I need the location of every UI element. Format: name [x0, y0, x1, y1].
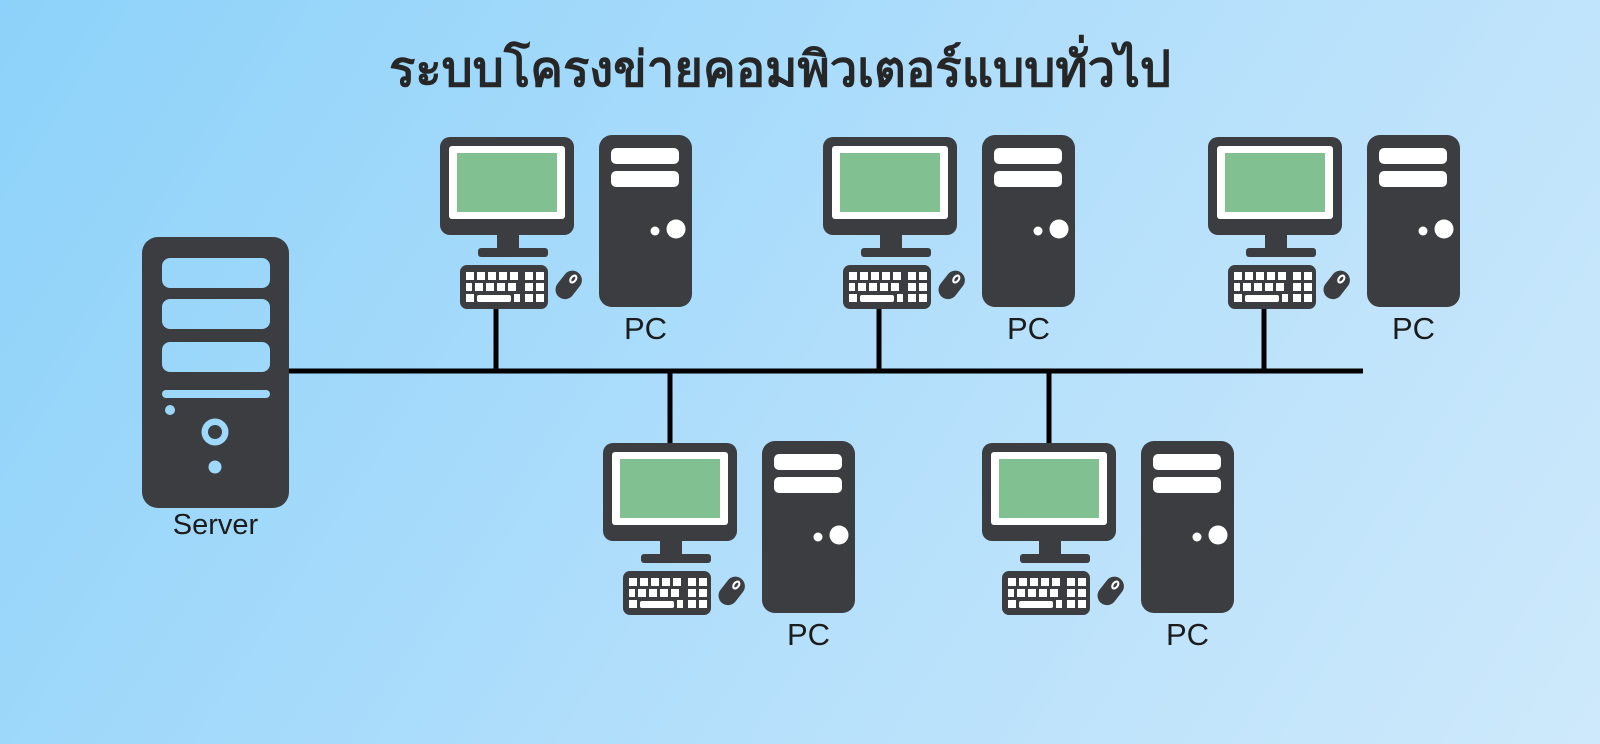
keyboard-icon [1002, 571, 1090, 615]
mouse-icon [718, 576, 745, 606]
pc-tower-icon [599, 135, 692, 307]
keyboard-icon [1228, 265, 1316, 309]
monitor-icon [1208, 137, 1342, 257]
server-node: Server [142, 237, 289, 547]
pc-tower-icon [982, 135, 1075, 307]
workstation-3: PC [1208, 135, 1460, 346]
mouse-icon [1323, 270, 1350, 300]
workstation-5: PC [982, 441, 1234, 652]
workstation-2: PC [823, 135, 1075, 346]
diagram-title: ระบบโครงข่ายคอมพิวเตอร์แบบทั่วไป [389, 43, 1171, 97]
server-icon [142, 237, 289, 508]
mouse-icon [938, 270, 965, 300]
pc-tower-icon [1141, 441, 1234, 613]
monitor-icon [603, 443, 737, 563]
pc-label-4: PC [786, 617, 831, 652]
pc-label-3: PC [1391, 311, 1436, 346]
workstation-icon [1208, 135, 1460, 309]
monitor-icon [823, 137, 957, 257]
monitor-icon [982, 443, 1116, 563]
keyboard-icon [623, 571, 711, 615]
keyboard-icon [843, 265, 931, 309]
pc-tower-icon [762, 441, 855, 613]
pc-label-2: PC [1006, 311, 1051, 346]
keyboard-icon [460, 265, 548, 309]
mouse-icon [555, 270, 582, 300]
workstation-1: PC [440, 135, 692, 346]
workstation-icon [603, 441, 855, 615]
workstation-icon [823, 135, 1075, 309]
workstation-icon [440, 135, 692, 309]
pc-label-1: PC [623, 311, 668, 346]
pc-tower-icon [1367, 135, 1460, 307]
server-label: Server [172, 509, 259, 541]
monitor-icon [440, 137, 574, 257]
pc-label-5: PC [1165, 617, 1210, 652]
mouse-icon [1097, 576, 1124, 606]
workstation-icon [982, 441, 1234, 615]
workstation-4: PC [603, 441, 855, 652]
